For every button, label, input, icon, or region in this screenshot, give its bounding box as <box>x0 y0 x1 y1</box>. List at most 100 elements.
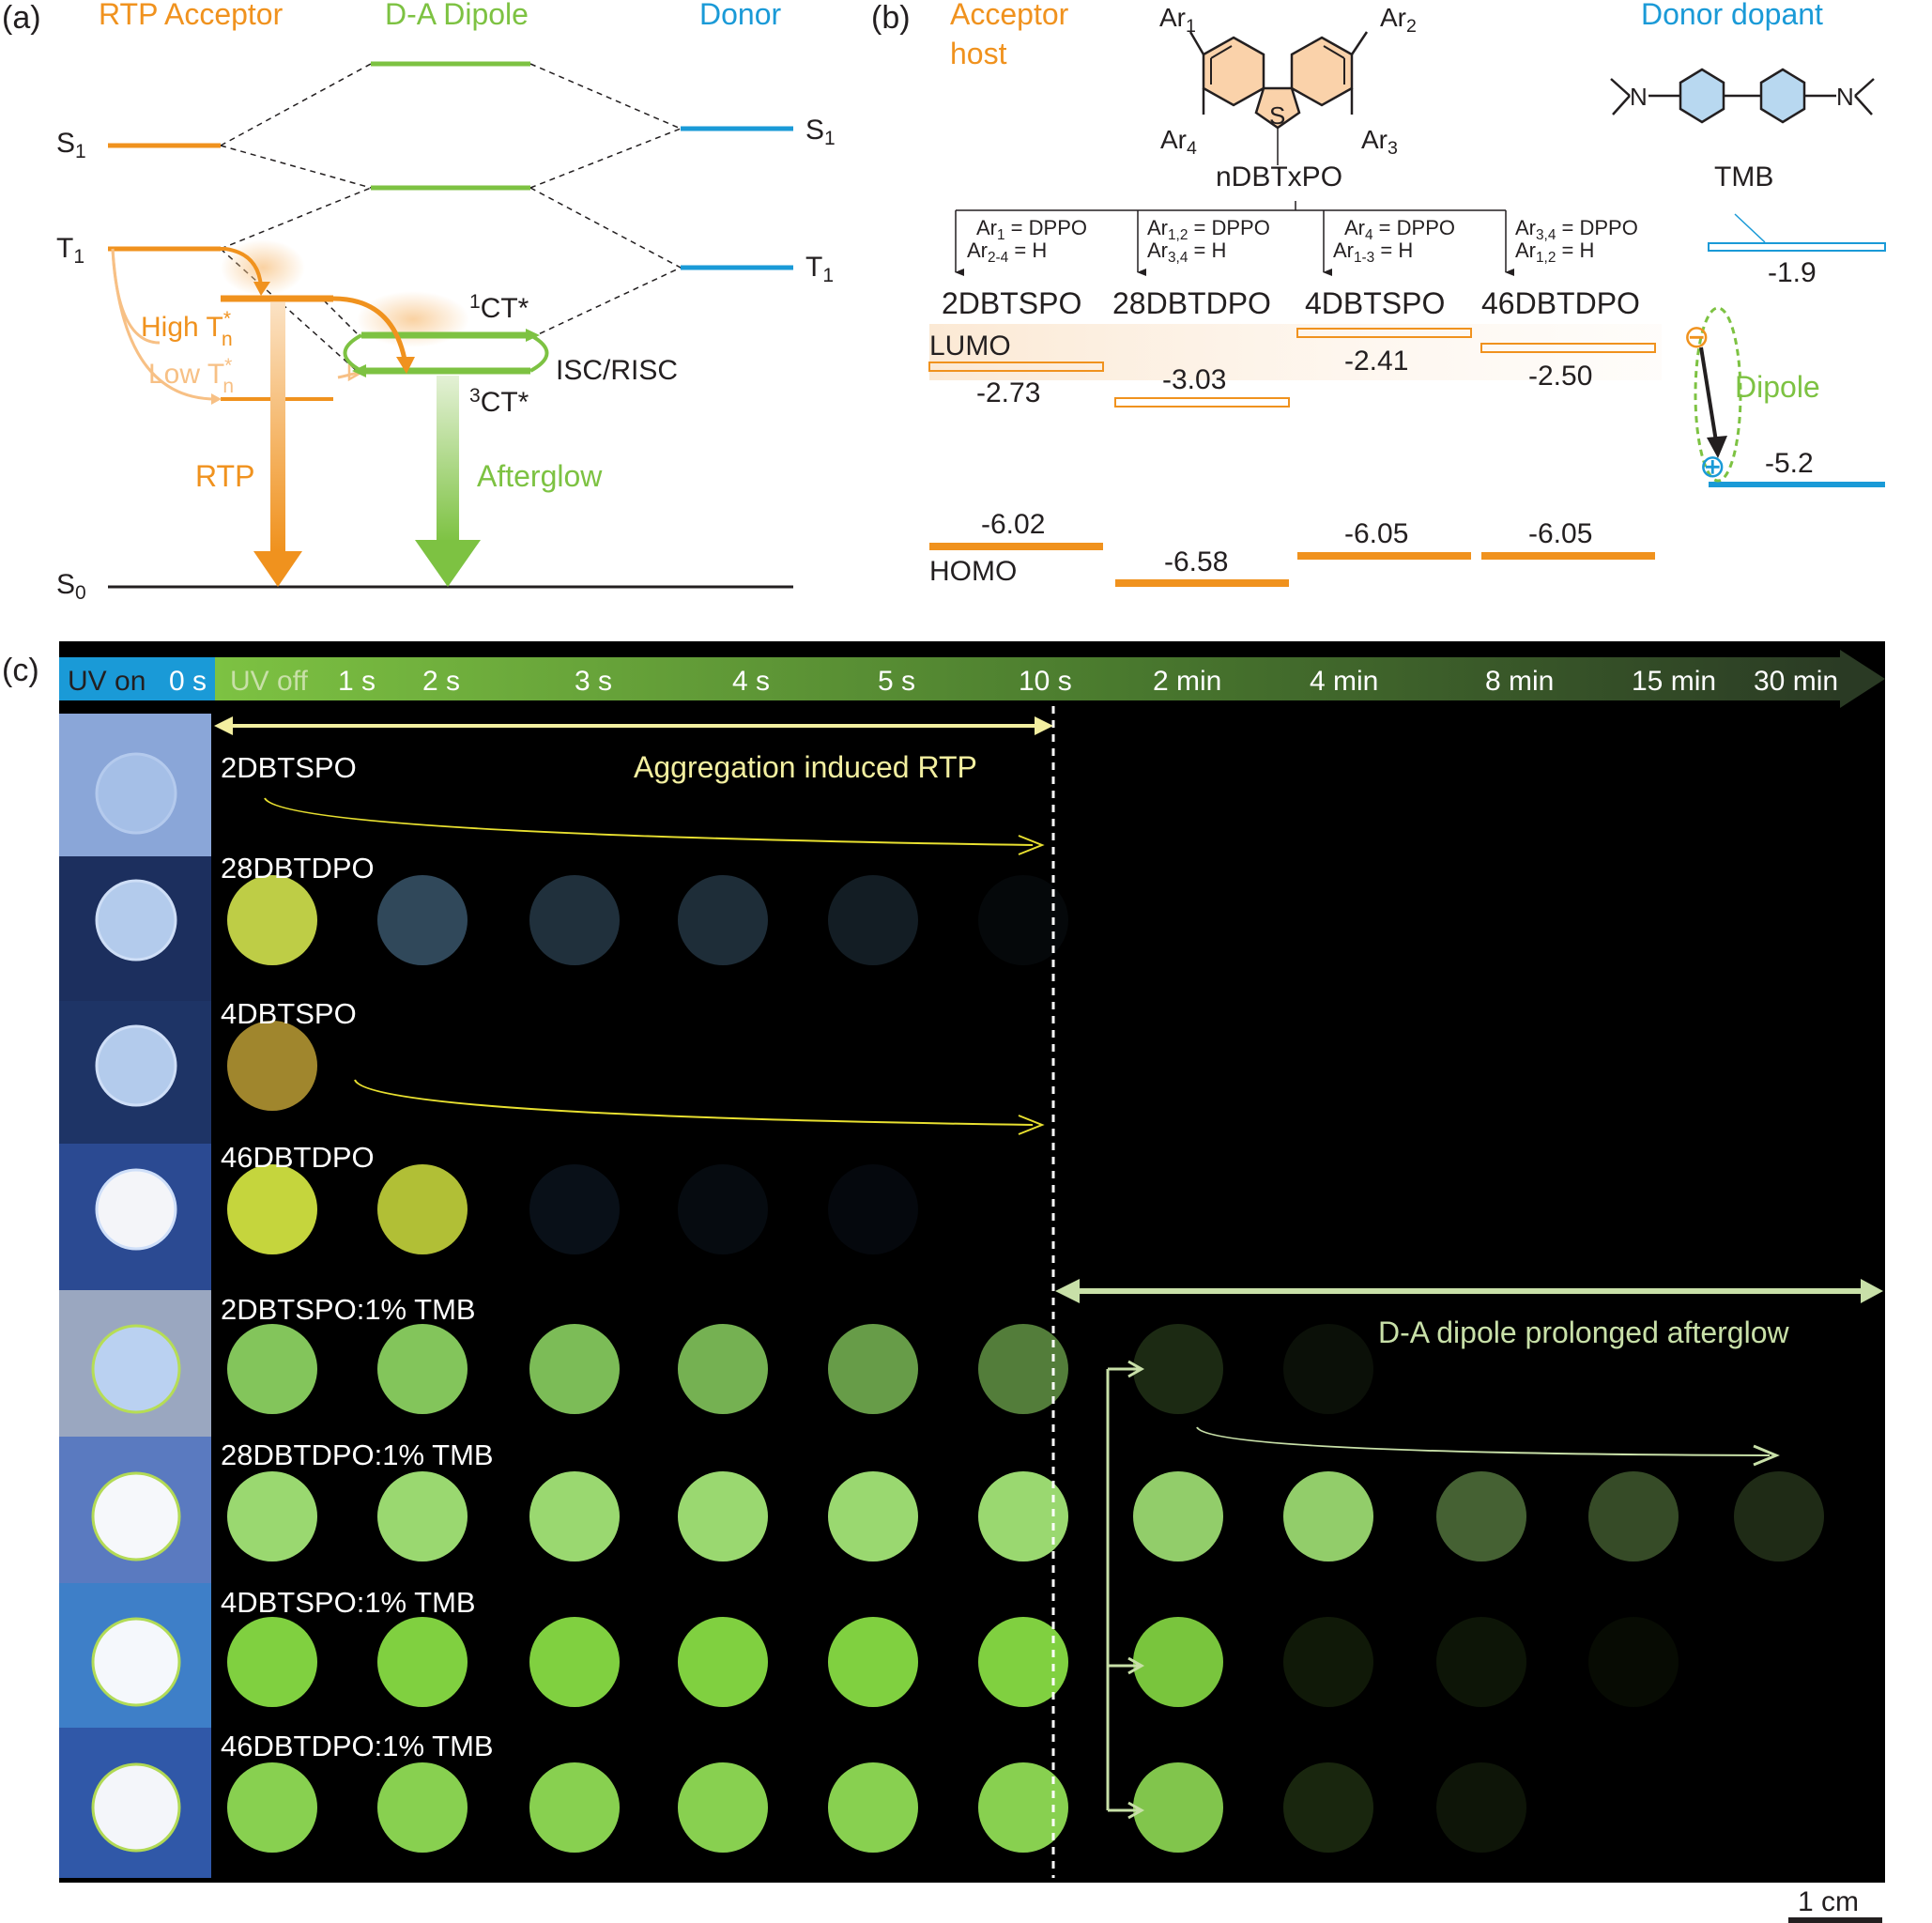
afterglow-sample-r6-c2 <box>377 1617 468 1707</box>
correlation-lines <box>220 63 682 372</box>
afterglow-sample-r6-c6 <box>978 1617 1068 1707</box>
homo-level-2dbtspo <box>929 543 1103 550</box>
afterglow-sample-r7-c3 <box>529 1762 620 1853</box>
timeline-uv-on: UV on <box>68 666 146 697</box>
row-label-6: 4DBTSPO:1% TMB <box>221 1586 476 1619</box>
acceptor-t1-label: T1 <box>56 233 84 268</box>
decay-arrow-row-3 <box>354 1079 1034 1126</box>
afterglow-sample-r5-c9 <box>1436 1471 1526 1561</box>
timeline-time-6: 2 min <box>1153 666 1221 697</box>
afterglow-sample-r5-c3 <box>529 1471 620 1561</box>
afterglow-sample-r4-c3 <box>529 1324 620 1414</box>
rtp-acceptor-header: RTP Acceptor <box>99 0 284 31</box>
ct-glow <box>357 291 469 347</box>
afterglow-sample-r3-c1 <box>227 1164 317 1254</box>
uv-on-sample-7 <box>91 1762 181 1853</box>
rtp-label: RTP <box>195 459 254 493</box>
tmb-n-right: N <box>1836 83 1854 111</box>
timeline-time-9: 15 min <box>1632 666 1716 697</box>
row-label-0: 2DBTSPO <box>221 751 357 784</box>
afterglow-sample-r5-c8 <box>1283 1471 1373 1561</box>
timeline-uv-on-segment <box>59 657 215 700</box>
timeline-time-2: 3 s <box>575 666 612 697</box>
scale-bar <box>1788 1917 1882 1923</box>
lumo-level-28dbtdpo <box>1114 397 1290 408</box>
acceptor-host-label-1: Acceptor <box>950 0 1069 31</box>
afterglow-sample-r4-c6 <box>978 1324 1068 1414</box>
homo-label: HOMO <box>929 556 1017 587</box>
photo-grid-background <box>59 641 1885 1883</box>
afterglow-sample-r5-c2 <box>377 1471 468 1561</box>
afterglow-sample-r4-c1 <box>227 1324 317 1414</box>
afterglow-sample-r5-c11 <box>1734 1471 1824 1561</box>
afterglow-sample-r3-c3 <box>529 1164 620 1254</box>
substitution-labels: Ar1 = DPPO Ar2-4 = H Ar1,2 = DPPO Ar3,4 … <box>967 216 1638 266</box>
timeline-time-4: 5 s <box>878 666 915 697</box>
afterglow-sample-r7-c6 <box>978 1762 1068 1853</box>
donor-lumo-value: -1.9 <box>1768 257 1817 288</box>
donor-s1-label: S1 <box>805 115 836 149</box>
photo-cells <box>59 714 1824 1878</box>
afterglow-sample-r4-c8 <box>1283 1324 1373 1414</box>
row-label-7: 46DBTDPO:1% TMB <box>221 1730 494 1762</box>
row-label-1: 28DBTDPO <box>221 852 375 885</box>
isc-risc-loop-right <box>529 333 549 373</box>
lumo-value-46dbtdpo: -2.50 <box>1528 361 1592 392</box>
uv-on-sample-0 <box>95 752 177 835</box>
afterglow-sample-r6-c10 <box>1588 1617 1679 1707</box>
negative-charge-icon: ⊖ <box>1683 319 1710 355</box>
t1-to-high-tn-arrow <box>113 247 263 287</box>
sub-1-line2: Ar3,4 = H <box>1147 238 1226 266</box>
sub-1-line1: Ar1,2 = DPPO <box>1147 216 1270 243</box>
acceptor-host-label-2: host <box>950 37 1007 70</box>
uv-on-sample-6 <box>91 1617 181 1707</box>
dipole-ellipse <box>1694 306 1742 483</box>
ct1-label: 1CT* <box>469 291 529 324</box>
t1-to-low-tn-arrow <box>111 248 217 401</box>
afterglow-sample-r4-c4 <box>678 1324 768 1414</box>
afterglow-sample-r7-c4 <box>678 1762 768 1853</box>
tmb-pointer-line <box>1734 213 1766 243</box>
afterglow-sample-r3-c4 <box>678 1164 768 1254</box>
ar1-label: Ar1 <box>1159 3 1196 37</box>
timeline-time-10: 30 min <box>1754 666 1838 697</box>
isc-risc-label: ISC/RISC <box>556 355 678 386</box>
panel-b-label: (b) <box>871 0 911 36</box>
afterglow-sample-r7-c7 <box>1133 1762 1223 1853</box>
afterglow-sample-r3-c5 <box>828 1164 918 1254</box>
acceptor-s1-label: S1 <box>56 128 86 162</box>
timeline-time-3: 4 s <box>732 666 770 697</box>
rtp-emission-arrow <box>270 302 285 551</box>
afterglow-sample-r4-c5 <box>828 1324 918 1414</box>
lumo-label: LUMO <box>929 331 1011 362</box>
afterglow-sample-r2-c1 <box>227 1021 317 1111</box>
substitution-tree <box>955 201 1514 276</box>
homo-value-46dbtdpo: -6.05 <box>1528 518 1592 549</box>
afterglow-sample-r1-c4 <box>678 875 768 965</box>
afterglow-sample-r5-c7 <box>1133 1471 1223 1561</box>
timeline-arrow-head <box>1840 650 1885 708</box>
afterglow-sample-r1-c1 <box>227 875 317 965</box>
afterglow-sample-r5-c10 <box>1588 1471 1679 1561</box>
compound-46dbtdpo: 46DBTDPO <box>1481 286 1640 320</box>
tmb-n-left: N <box>1630 83 1648 111</box>
decay-arrow-row-5 <box>1196 1426 1771 1456</box>
afterglow-sample-r5-c5 <box>828 1471 918 1561</box>
afterglow-sample-r1-c3 <box>529 875 620 965</box>
ar4-label: Ar4 <box>1160 125 1197 159</box>
afterglow-sample-r7-c5 <box>828 1762 918 1853</box>
sub-0-line1: Ar1 = DPPO <box>976 216 1087 243</box>
scale-bar-label: 1 cm <box>1798 1886 1859 1917</box>
timeline-time-8: 8 min <box>1485 666 1554 697</box>
afterglow-sample-r6-c3 <box>529 1617 620 1707</box>
tmb-label: TMB <box>1714 162 1773 192</box>
lumo-value-4dbtspo: -2.41 <box>1344 346 1408 377</box>
afterglow-sample-r5-c4 <box>678 1471 768 1561</box>
lumo-level-4dbtspo <box>1296 328 1472 338</box>
donor-dopant-label: Donor dopant <box>1641 0 1823 31</box>
high-tn-label: High T*n <box>141 308 233 350</box>
sub-0-line2: Ar2-4 = H <box>967 238 1047 266</box>
afterglow-sample-r1-c5 <box>828 875 918 965</box>
afterglow-sample-r6-c5 <box>828 1617 918 1707</box>
